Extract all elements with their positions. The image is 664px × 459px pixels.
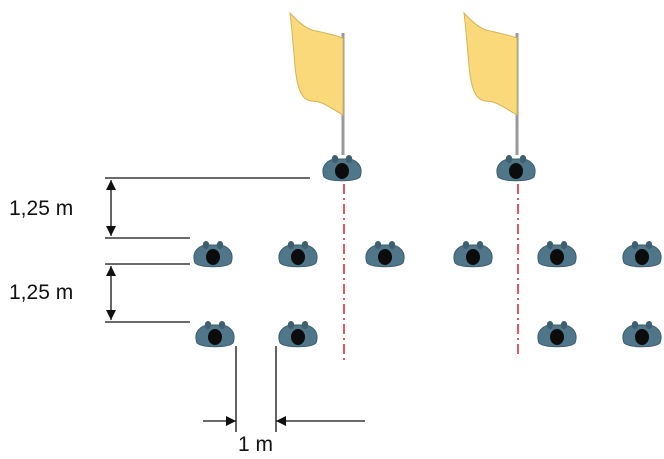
flag-bearer-right <box>463 11 536 182</box>
soldier-topview-icon <box>537 320 577 348</box>
soldier-topview-icon <box>322 154 362 182</box>
soldier-topview-icon <box>365 240 405 268</box>
flag-bearer-left <box>289 11 362 182</box>
rear-rank <box>195 320 662 348</box>
soldier-topview-icon <box>622 320 662 348</box>
soldier-topview-icon <box>537 240 577 268</box>
soldier-topview-icon <box>193 240 233 268</box>
dimension-label-horizontal: 1 m <box>238 433 273 456</box>
soldier-topview-icon <box>453 240 493 268</box>
soldier-topview-icon <box>278 240 318 268</box>
dimension-horizontal <box>203 346 365 432</box>
flag-icon <box>463 11 519 155</box>
flag-icon <box>289 11 345 155</box>
soldier-topview-icon <box>496 154 536 182</box>
soldier-topview-icon <box>622 240 662 268</box>
soldier-topview-icon <box>278 320 318 348</box>
dimension-label-top: 1,25 m <box>9 197 73 220</box>
soldier-topview-icon <box>195 320 235 348</box>
front-rank <box>193 240 662 268</box>
dimension-label-middle: 1,25 m <box>9 281 73 304</box>
dimension-vertical <box>105 177 310 323</box>
